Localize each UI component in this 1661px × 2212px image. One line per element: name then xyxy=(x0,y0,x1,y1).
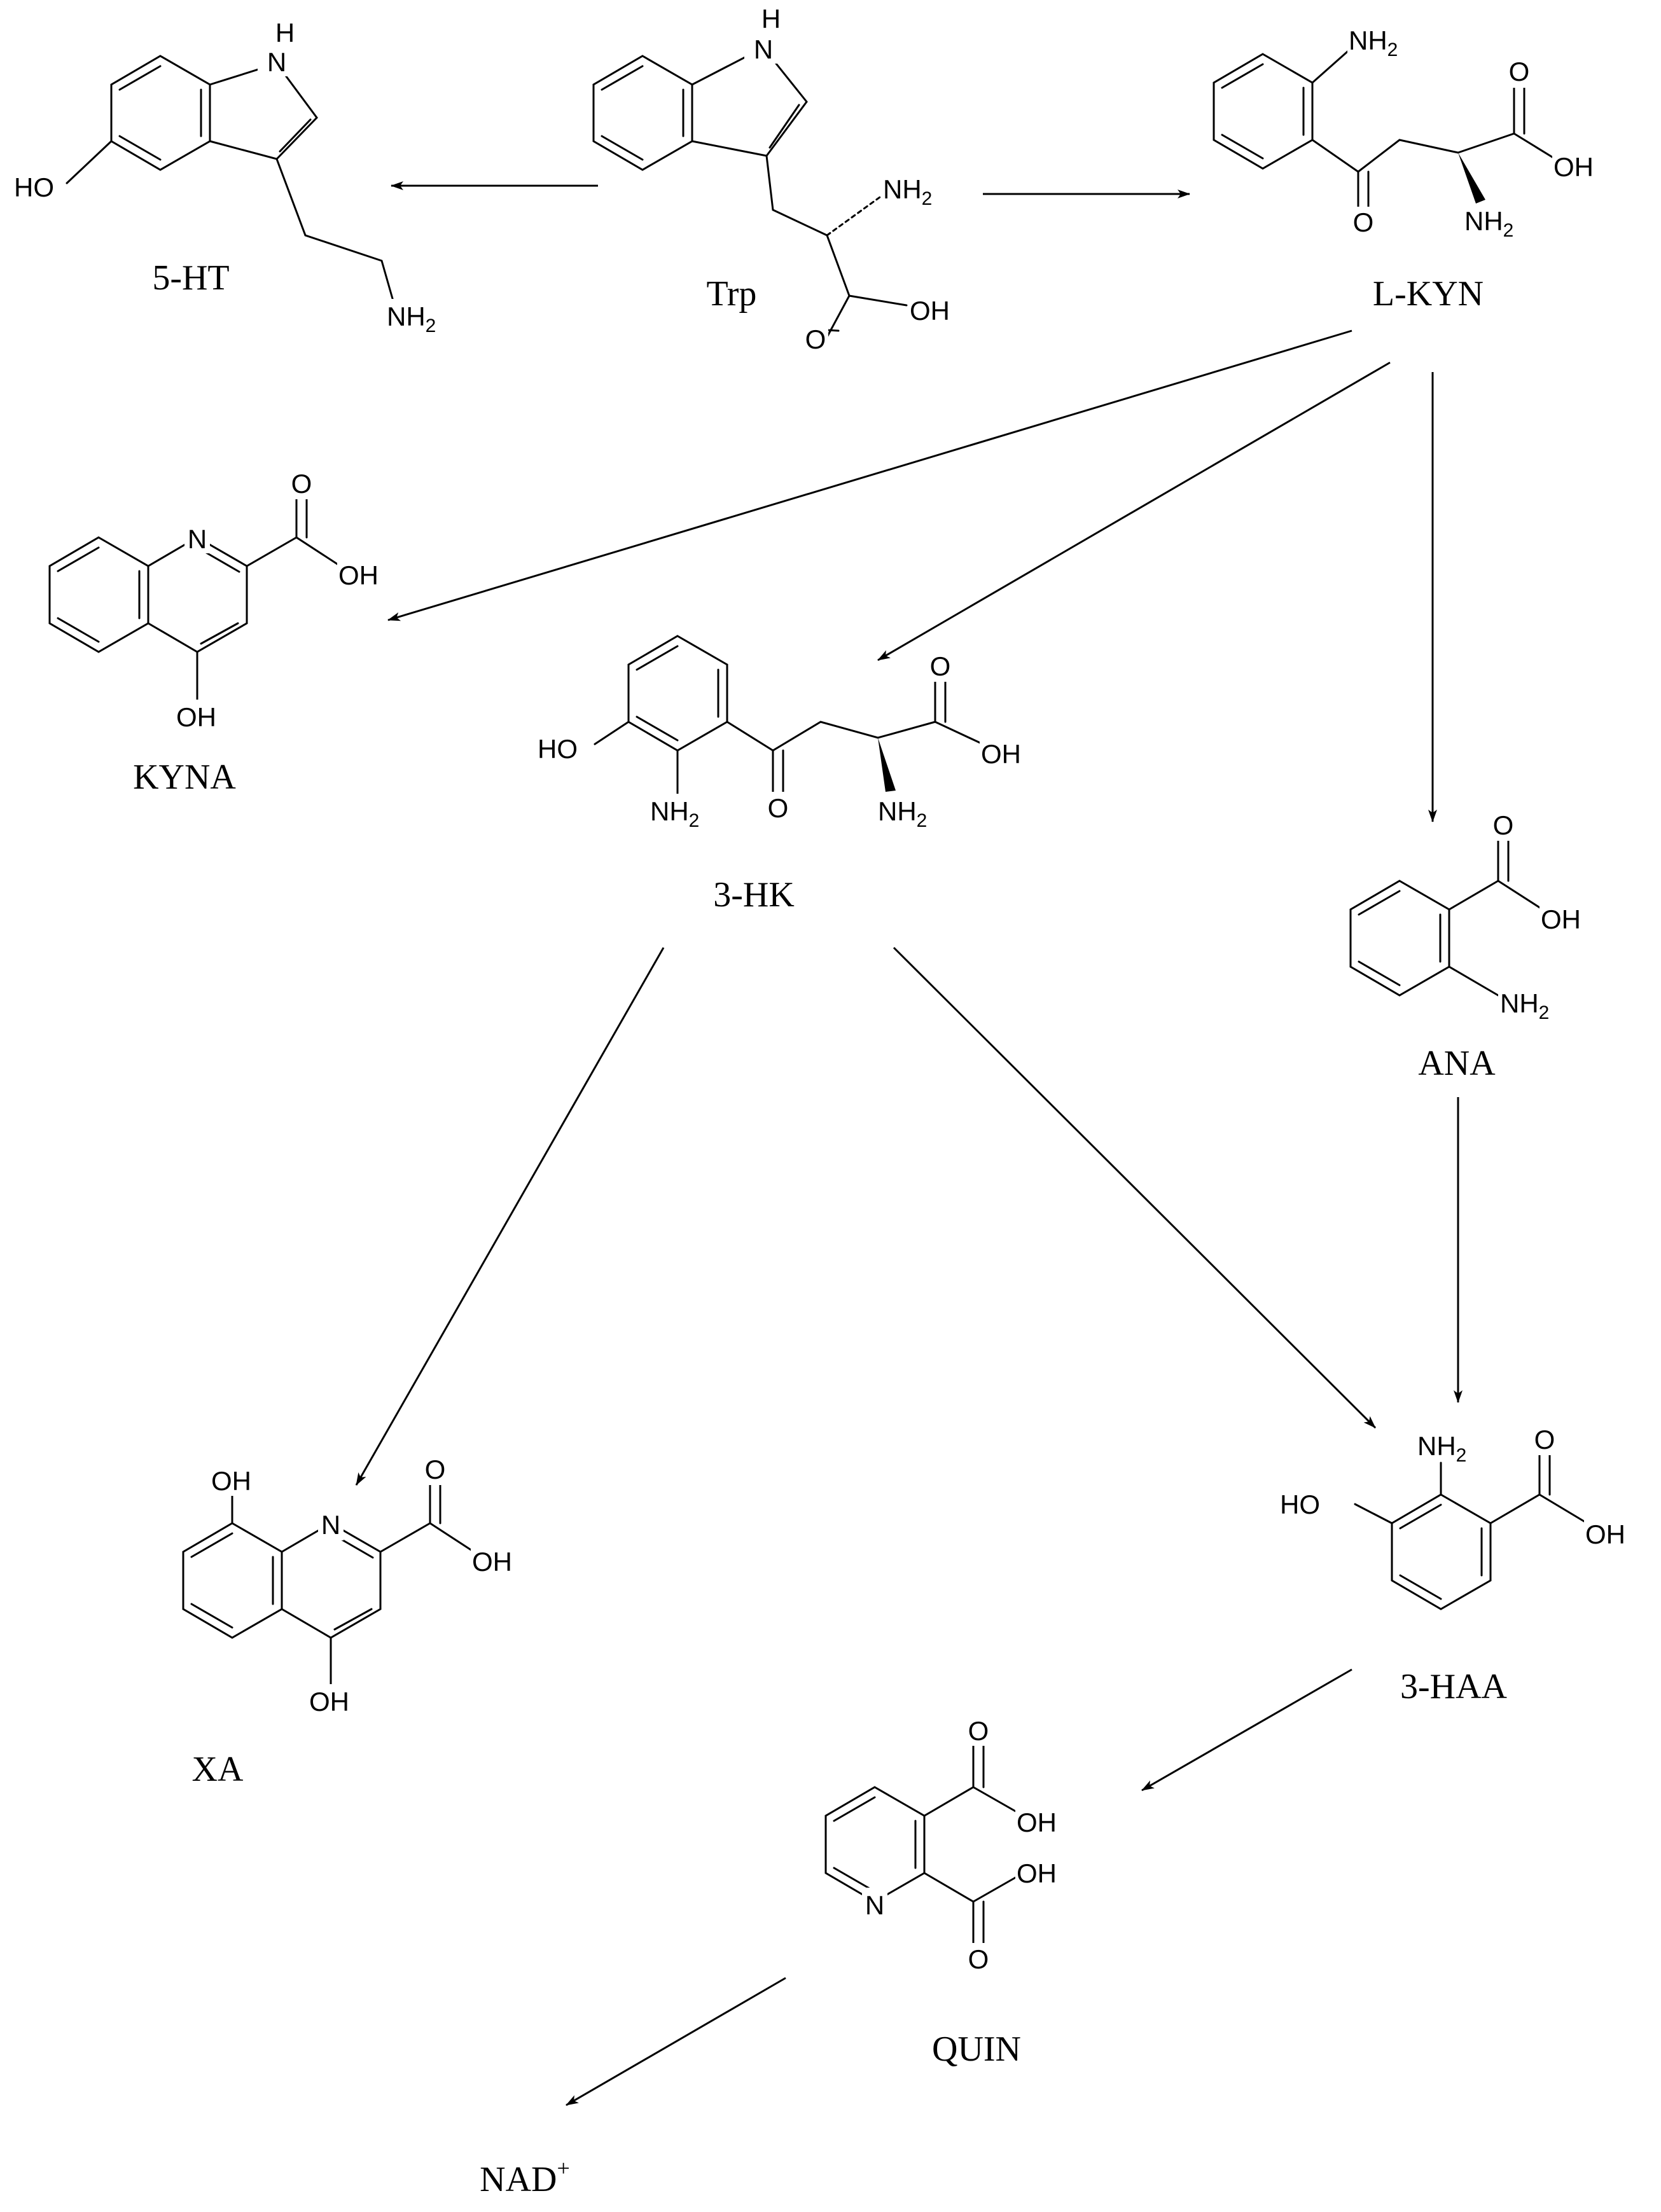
arrow-3hk-to-3haa xyxy=(893,946,1377,1429)
atom-label: OH xyxy=(309,1687,349,1717)
atom-label: N xyxy=(865,1890,884,1920)
caption-quin: QUIN xyxy=(932,2029,1021,2069)
atom-label: NH2 xyxy=(1500,988,1549,1023)
structure-nad: NAD+ xyxy=(480,2155,570,2199)
structure-3haa: NH2 HO O OH 3-HAA xyxy=(1279,1423,1630,1706)
caption-lkyn: L-KYN xyxy=(1373,274,1484,314)
atom-label: NH2 xyxy=(387,301,436,336)
atom-label: OH xyxy=(472,1547,512,1577)
atom-label: H xyxy=(761,4,781,34)
atom-label: O xyxy=(968,1944,989,1974)
atom-label: OH xyxy=(1553,152,1594,182)
caption-xa: XA xyxy=(192,1750,244,1789)
atom-label: H xyxy=(275,18,295,48)
atom-label: OH xyxy=(1585,1519,1625,1549)
atom-label: O xyxy=(1353,207,1374,237)
atom-label: O xyxy=(291,469,312,499)
atom-label: O xyxy=(930,651,951,681)
atom-label: NH2 xyxy=(650,796,699,831)
structure-xa: N OH O OH OH XA xyxy=(182,1453,517,1789)
atom-label: O xyxy=(1509,57,1530,86)
atom-label: O xyxy=(805,324,826,354)
atom-label: O xyxy=(768,793,789,823)
caption-kyna: KYNA xyxy=(133,757,236,797)
atom-label: O xyxy=(425,1455,446,1484)
atom-label: OH xyxy=(338,560,379,590)
atom-label: HO xyxy=(14,172,54,202)
atom-label: O xyxy=(1493,810,1514,840)
caption-ana: ANA xyxy=(1418,1044,1496,1083)
atom-label: OH xyxy=(1541,904,1581,934)
caption-5ht: 5-HT xyxy=(152,258,229,298)
atom-label: OH xyxy=(176,702,216,732)
structure-5ht: N H HO NH2 5-HT xyxy=(13,18,455,336)
atom-label: NH2 xyxy=(1349,25,1398,60)
atom-label: HO xyxy=(538,734,578,764)
arrow-3haa-to-quin xyxy=(1141,1668,1352,1792)
atom-label: N xyxy=(188,524,207,554)
structure-lkyn: NH2 O O OH NH2 L-KYN xyxy=(1213,22,1598,314)
atom-label: NH2 xyxy=(878,796,927,831)
structure-kyna: N O OH OH KYNA xyxy=(48,467,383,797)
atom-label: NH2 xyxy=(1464,206,1513,241)
arrow-3hk-to-xa xyxy=(355,947,665,1486)
caption-nad: NAD+ xyxy=(480,2155,570,2199)
atom-label: OH xyxy=(1017,1808,1057,1837)
atom-label: O xyxy=(968,1716,989,1746)
caption-3hk: 3-HK xyxy=(713,875,795,915)
structure-ana: O OH NH2 ANA xyxy=(1349,809,1585,1083)
arrow-lkyn-to-kyna xyxy=(387,329,1352,621)
atom-label: OH xyxy=(981,739,1021,769)
atom-label: HO xyxy=(1280,1490,1320,1519)
atom-label: OH xyxy=(211,1466,251,1496)
atom-label: OH xyxy=(910,296,950,326)
atom-label: NH2 xyxy=(883,174,932,209)
atom-label: N xyxy=(267,47,286,77)
structure-quin: N O OH OH O QUIN xyxy=(824,1714,1061,2069)
atom-label: N xyxy=(754,34,773,64)
arrow-lkyn-to-3hk xyxy=(877,361,1391,661)
arrow-quin-to-nad xyxy=(566,1977,786,2106)
caption-3haa: 3-HAA xyxy=(1400,1667,1508,1706)
atom-label: N xyxy=(321,1510,340,1540)
atom-label: NH2 xyxy=(1417,1431,1466,1466)
reaction-arrows xyxy=(355,181,1463,2106)
structure-3hk: HO NH2 O O OH NH2 3-HK xyxy=(536,635,1025,915)
structure-trp: N H NH2 O OH Trp xyxy=(592,4,954,355)
atom-label: OH xyxy=(1017,1858,1057,1888)
caption-trp: Trp xyxy=(707,274,757,314)
atom-label: O xyxy=(1534,1425,1555,1455)
